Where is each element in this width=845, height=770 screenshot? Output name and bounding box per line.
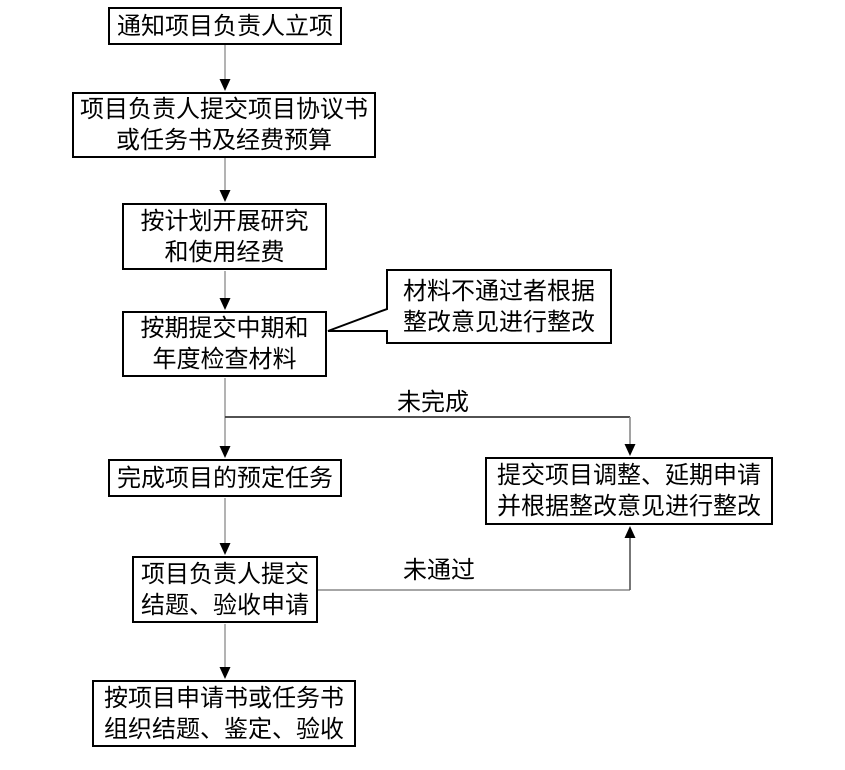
- flow-box-submit-agreement-line2: 或任务书及经费预算: [116, 127, 332, 154]
- flow-box-notify: 通知项目负责人立项: [108, 7, 342, 45]
- flow-box-complete: 完成项目的预定任务: [108, 459, 342, 497]
- flow-box-midterm-line1: 按期提交中期和: [140, 315, 309, 342]
- arrow-research-to-midterm: [219, 271, 231, 310]
- arrow-midterm-to-complete: [219, 378, 231, 458]
- arrow-notify-to-submit: [219, 45, 231, 91]
- flow-box-organize: 按项目申请书或任务书 组织结题、鉴定、验收: [92, 680, 356, 747]
- flow-box-submit-agreement: 项目负责人提交项目协议书 或任务书及经费预算: [72, 92, 376, 158]
- edge-label-not-completed: 未完成: [397, 389, 469, 416]
- flow-box-complete-text: 完成项目的预定任务: [117, 464, 333, 492]
- flow-box-notify-text: 通知项目负责人立项: [117, 12, 333, 40]
- flow-box-apply-acceptance: 项目负责人提交 结题、验收申请: [132, 556, 318, 623]
- flow-box-research-line1: 按计划开展研究: [140, 207, 309, 235]
- callout-rework-line2: 整改意见进行整改: [403, 308, 595, 336]
- callout-rework-line1: 材料不通过者根据: [403, 277, 595, 305]
- flow-box-adjust-line1: 提交项目调整、延期申请: [497, 462, 761, 489]
- edge-label-not-passed: 未通过: [403, 557, 475, 584]
- flow-box-midterm: 按期提交中期和 年度检查材料: [122, 311, 327, 377]
- flow-box-apply-acceptance-line1: 项目负责人提交: [141, 560, 309, 588]
- flow-box-research-line2: 和使用经费: [164, 238, 285, 266]
- callout-rework-text: 材料不通过者根据 整改意见进行整改: [389, 272, 609, 341]
- flow-box-adjust: 提交项目调整、延期申请 并根据整改意见进行整改: [485, 457, 773, 525]
- flow-box-adjust-line2: 并根据整改意见进行整改: [497, 493, 761, 520]
- arrow-not-completed-branch: [225, 416, 636, 456]
- arrow-submit-to-research: [219, 158, 231, 202]
- callout-shape: [327, 269, 612, 344]
- flow-box-research: 按计划开展研究 和使用经费: [122, 203, 327, 270]
- arrow-apply-to-organize: [219, 624, 231, 679]
- arrow-not-passed-branch: [318, 526, 636, 591]
- arrow-complete-to-apply: [219, 498, 231, 555]
- flow-box-midterm-line2: 年度检查材料: [152, 346, 297, 373]
- flow-box-submit-agreement-line1: 项目负责人提交项目协议书: [80, 96, 368, 123]
- flow-box-organize-line2: 组织结题、鉴定、验收: [104, 715, 344, 743]
- flow-box-apply-acceptance-line2: 结题、验收申请: [141, 591, 309, 619]
- flow-box-organize-line1: 按项目申请书或任务书: [104, 684, 344, 712]
